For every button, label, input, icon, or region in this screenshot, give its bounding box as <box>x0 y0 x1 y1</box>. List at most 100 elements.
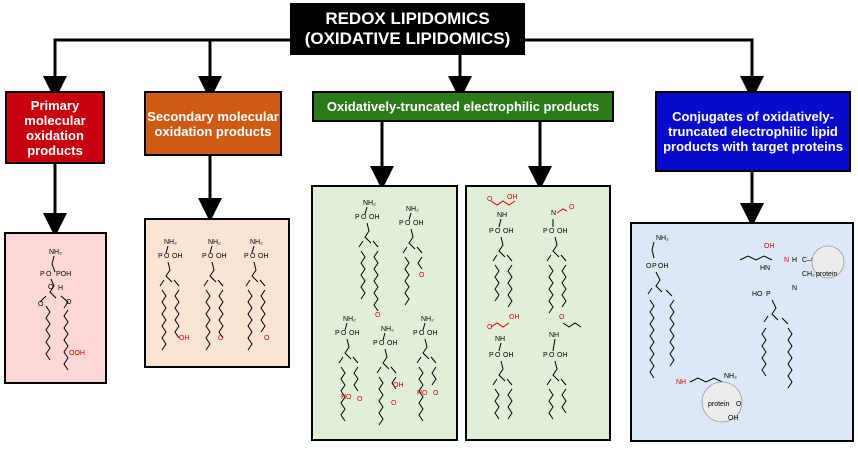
svg-text:N: N <box>784 257 789 264</box>
arrow-to-secondary <box>208 38 290 88</box>
svg-text:P: P <box>355 214 360 221</box>
label-nh2: NH₂ <box>49 249 62 256</box>
svg-text:P: P <box>399 220 404 227</box>
svg-text:P: P <box>543 228 548 235</box>
svg-text:O: O <box>419 272 425 279</box>
svg-text:POH: POH <box>56 271 71 278</box>
svg-text:O: O <box>405 220 411 227</box>
svg-text:NH₂: NH₂ <box>250 239 263 246</box>
category-conjugates-label: Conjugates of oxidatively-truncated elec… <box>663 109 843 154</box>
svg-text:NH₂: NH₂ <box>406 206 419 213</box>
svg-text:O: O <box>250 253 256 260</box>
svg-text:NH₂: NH₂ <box>656 235 669 242</box>
svg-text:OH: OH <box>507 194 518 201</box>
category-secondary-label: Secondary molecular oxidation products <box>147 108 279 139</box>
svg-text:P: P <box>543 352 548 359</box>
svg-text:O: O <box>487 324 493 331</box>
svg-text:P: P <box>373 340 378 347</box>
svg-text:N: N <box>551 210 556 217</box>
svg-text:O: O <box>164 253 170 260</box>
svg-text:O: O <box>341 330 347 337</box>
svg-text:NH₂: NH₂ <box>724 373 737 380</box>
svg-text:OH: OH <box>413 220 424 227</box>
svg-text:H: H <box>58 285 63 292</box>
svg-text:P: P <box>766 291 771 298</box>
svg-text:OH: OH <box>503 228 514 235</box>
svg-text:O: O <box>495 228 501 235</box>
svg-text:O: O <box>433 390 439 397</box>
label-ooh: OOH <box>69 350 85 357</box>
label-p: P <box>40 271 45 278</box>
svg-text:NH₂: NH₂ <box>164 239 177 246</box>
svg-text:O: O <box>549 352 555 359</box>
category-conjugates: Conjugates of oxidatively-truncated elec… <box>655 91 851 172</box>
svg-text:O: O <box>646 263 652 270</box>
svg-text:OH: OH <box>393 382 404 389</box>
arrow-to-primary <box>43 38 290 100</box>
svg-text:O: O <box>549 228 555 235</box>
svg-text:O: O <box>375 312 381 319</box>
svg-text:P: P <box>158 253 163 260</box>
svg-text:O: O <box>218 335 224 342</box>
arrow-to-conjugates <box>525 38 764 100</box>
svg-text:O: O <box>391 400 397 407</box>
svg-text:OH: OH <box>557 352 568 359</box>
svg-text:NH₂: NH₂ <box>363 200 376 207</box>
svg-text:HO: HO <box>417 390 428 397</box>
svg-text:P: P <box>489 228 494 235</box>
svg-text:HN: HN <box>760 265 770 272</box>
category-primary-label: Primary molecular oxidation products <box>24 97 86 158</box>
svg-text:OH: OH <box>557 228 568 235</box>
svg-text:O: O <box>569 204 575 211</box>
main-title: REDOX LIPIDOMICS (OXIDATIVE LIPIDOMICS) <box>290 3 525 55</box>
svg-text:O: O <box>487 196 493 203</box>
svg-text:O: O <box>379 340 385 347</box>
svg-text:P: P <box>202 253 207 260</box>
protein-bubble-histidine <box>811 245 845 279</box>
label-oh: OH <box>179 335 190 342</box>
svg-text:H: H <box>792 257 797 264</box>
svg-text:N: N <box>792 285 797 292</box>
svg-text:NH: NH <box>497 212 507 219</box>
title-line-2: (OXIDATIVE LIPIDOMICS) <box>304 29 511 48</box>
svg-text:O: O <box>208 253 214 260</box>
svg-text:HO: HO <box>341 394 352 401</box>
svg-text:O: O <box>48 284 54 291</box>
svg-text:OH: OH <box>172 253 183 260</box>
svg-text:NH: NH <box>549 332 559 339</box>
svg-text:OH: OH <box>349 330 360 337</box>
svg-text:OH: OH <box>387 340 398 347</box>
protein-bubble-lysine <box>701 381 743 423</box>
svg-text:OH: OH <box>427 330 438 337</box>
svg-text:HO: HO <box>752 291 763 298</box>
category-truncated-label: Oxidatively-truncated electrophilic prod… <box>326 99 600 114</box>
svg-text:P: P <box>244 253 249 260</box>
svg-text:O: O <box>361 214 367 221</box>
svg-text:O: O <box>495 352 501 359</box>
svg-text:NH₂: NH₂ <box>381 326 394 333</box>
svg-text:P: P <box>335 330 340 337</box>
svg-text:O: O <box>419 330 425 337</box>
svg-text:O: O <box>66 299 72 306</box>
title-line-1: REDOX LIPIDOMICS <box>325 9 490 28</box>
svg-text:NH₂: NH₂ <box>421 316 434 323</box>
svg-text:P: P <box>652 263 657 270</box>
svg-text:OH: OH <box>509 314 520 321</box>
category-primary: Primary molecular oxidation products <box>5 91 105 164</box>
